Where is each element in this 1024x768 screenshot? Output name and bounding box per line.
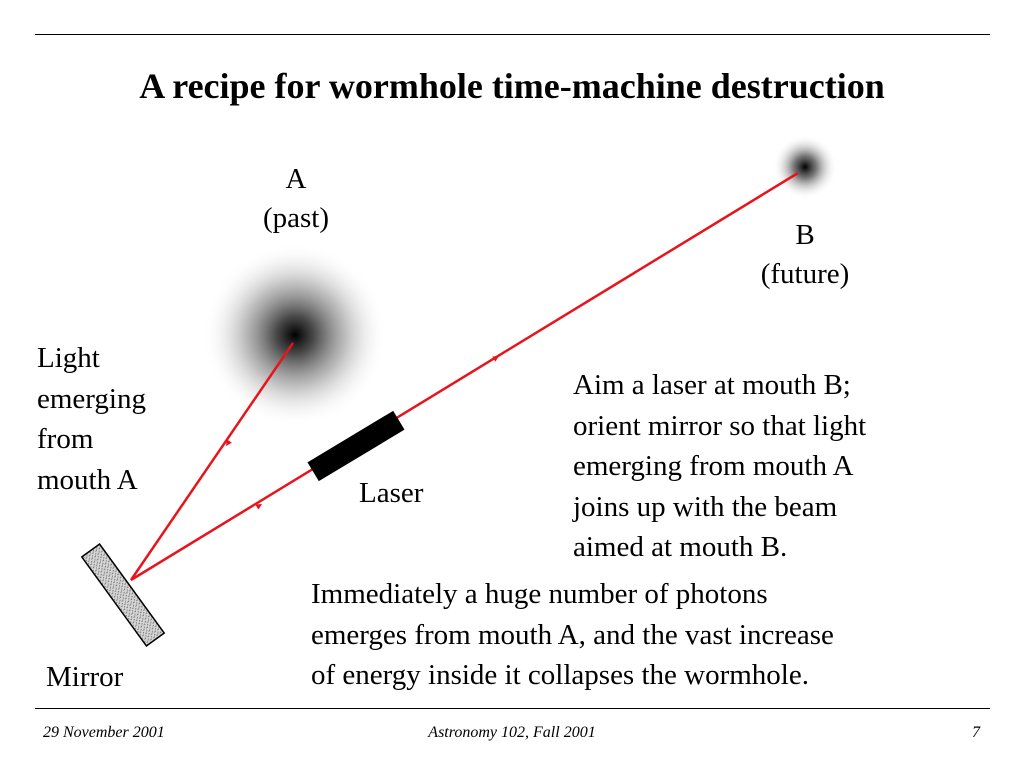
- consequence-text: Immediately a huge number of photons eme…: [311, 574, 834, 696]
- instruction-line: orient mirror so that light: [573, 409, 867, 442]
- light-emerging-line: from: [37, 423, 94, 455]
- laser-label: Laser: [359, 477, 424, 509]
- slide-title: A recipe for wormhole time-machine destr…: [139, 66, 885, 106]
- consequence-line: emerges from mouth A, and the vast incre…: [311, 618, 834, 651]
- beam-from-mouth-a: [129, 342, 295, 581]
- mirror-label: Mirror: [46, 661, 124, 693]
- arrow-down-left: [226, 439, 232, 446]
- footer-page-number: 7: [972, 724, 980, 741]
- beam-to-mouth-b: [130, 171, 799, 582]
- mouth-b-label: B (future): [740, 218, 870, 291]
- instruction-text: Aim a laser at mouth B; orient mirror so…: [573, 365, 866, 568]
- light-emerging-line: Light: [37, 342, 100, 374]
- mouth-a-subtitle: (past): [262, 202, 330, 234]
- footer-course: Astronomy 102, Fall 2001: [428, 724, 596, 741]
- consequence-line: Immediately a huge number of photons: [311, 578, 768, 610]
- consequence-line: of energy inside it collapses the wormho…: [311, 659, 809, 691]
- instruction-line: joins up with the beam: [573, 490, 838, 523]
- bottom-rule: [35, 708, 990, 709]
- light-emerging-label: Light emerging from mouth A: [37, 338, 146, 500]
- mouth-b-subtitle: (future): [760, 258, 850, 290]
- mouth-a-label: A (past): [246, 162, 346, 235]
- light-emerging-line: mouth A: [37, 463, 138, 496]
- laser-device: [307, 410, 405, 482]
- instruction-line: aimed at mouth B.: [573, 531, 788, 563]
- instruction-line: Aim a laser at mouth B;: [573, 369, 851, 401]
- mouth-a-glow: [203, 243, 387, 427]
- mouth-a-name: A: [285, 163, 307, 195]
- instruction-line: emerging from mouth A: [573, 450, 854, 482]
- arrow-up-right-lower: [255, 504, 262, 510]
- light-emerging-line: emerging: [37, 382, 146, 415]
- footer-date: 29 November 2001: [43, 724, 165, 741]
- mouth-b-name: B: [795, 219, 815, 251]
- mirror: [80, 542, 166, 648]
- mouth-b-glow: [773, 135, 837, 199]
- arrow-up-right-upper: [492, 356, 499, 362]
- top-rule: [35, 34, 990, 35]
